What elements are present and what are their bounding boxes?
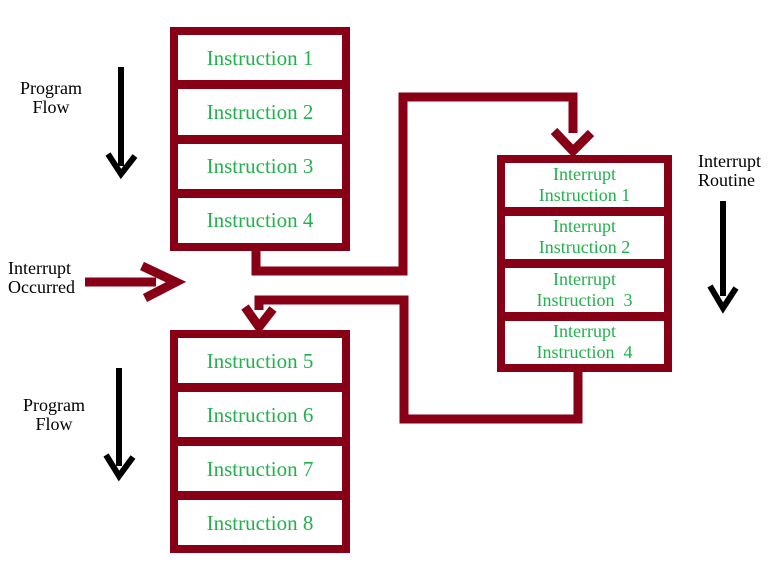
instruction-cell-4: Instruction 4 xyxy=(178,197,342,243)
program-flow-arrow-top-head-icon xyxy=(105,152,138,180)
instruction-cell-7: Instruction 7 xyxy=(178,446,342,491)
instruction-cell-3: Instruction 3 xyxy=(178,143,342,189)
interrupt-instruction-cell-3: Interrupt Instruction 3 xyxy=(505,268,664,312)
program-block-1: Instruction 1 Instruction 2 Instruction … xyxy=(170,27,350,251)
interrupt-dispatch-arrowhead-icon xyxy=(550,127,595,158)
program-flow-label-bottom: Program Flow xyxy=(23,395,85,434)
interrupt-return-arrowhead-icon xyxy=(241,304,277,335)
interrupt-instruction-cell-4: Interrupt Instruction 4 xyxy=(505,320,664,364)
program-flow-arrow-bottom-head-icon xyxy=(103,453,136,482)
interrupt-occurred-arrow-head-icon xyxy=(140,261,187,302)
interrupt-routine-label: Interrupt Routine xyxy=(698,151,761,190)
interrupt-routine-arrow-head-icon xyxy=(707,284,739,314)
instruction-cell-6: Instruction 6 xyxy=(178,392,342,437)
instruction-cell-5: Instruction 5 xyxy=(178,338,342,383)
interrupt-routine-block: Interrupt Instruction 1 Interrupt Instru… xyxy=(497,155,672,372)
instruction-cell-2: Instruction 2 xyxy=(178,89,342,135)
instruction-cell-8: Instruction 8 xyxy=(178,500,342,545)
interrupt-instruction-cell-1: Interrupt Instruction 1 xyxy=(505,163,664,207)
instruction-cell-1: Instruction 1 xyxy=(178,35,342,81)
interrupt-occurred-label: Interrupt Occurred xyxy=(8,258,75,297)
program-block-2: Instruction 5 Instruction 6 Instruction … xyxy=(170,330,350,553)
interrupt-instruction-cell-2: Interrupt Instruction 2 xyxy=(505,215,664,259)
program-flow-label-top: Program Flow xyxy=(20,78,82,117)
